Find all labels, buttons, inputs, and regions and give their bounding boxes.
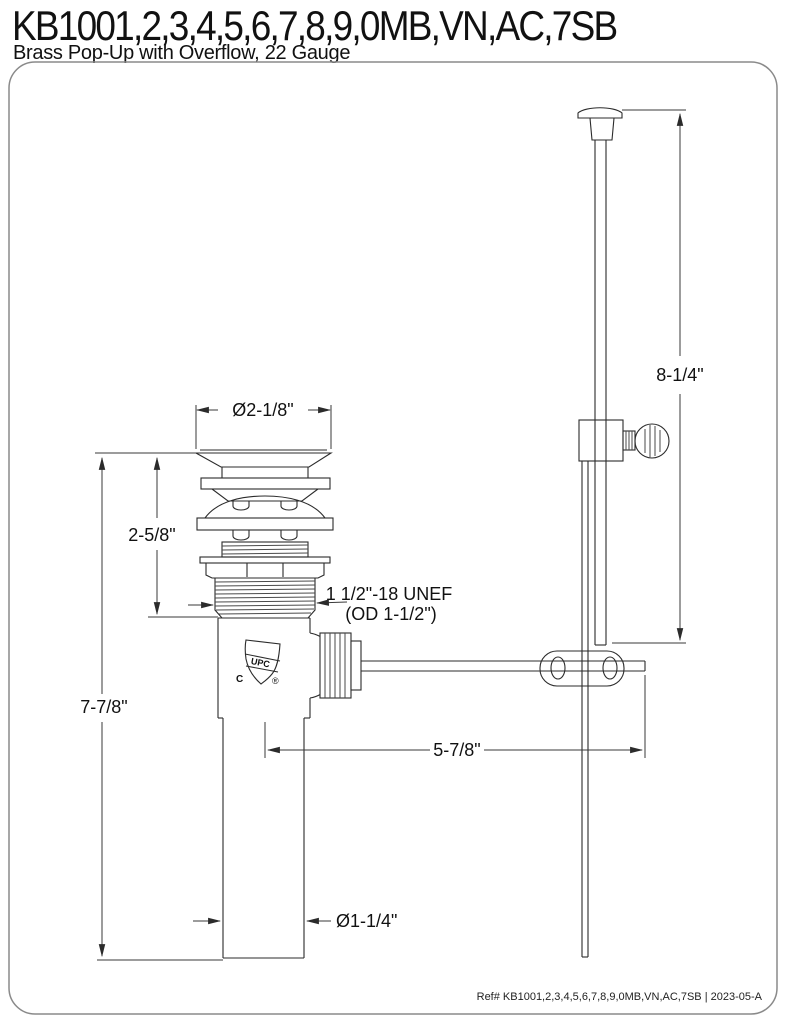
- dim-label-thread-spec-2: (OD 1-1/2"): [345, 604, 436, 624]
- pivot-ball-joint: [309, 632, 362, 699]
- dim-overall-height: 7-7/8": [80, 456, 223, 961]
- gasket-foot: [280, 530, 298, 541]
- tailpiece-tube: [222, 718, 305, 959]
- lift-rod-knob: [577, 107, 623, 141]
- thumb-screw-knob: [634, 423, 670, 459]
- dim-label-stack-height: 2-5/8": [128, 525, 175, 545]
- dim-stack-height: 2-5/8": [128, 456, 218, 618]
- gasket-foot: [232, 530, 250, 541]
- upc-c-label: C: [236, 674, 243, 685]
- pull-strap: [581, 461, 589, 958]
- drain-assembly: UPC C ®: [193, 449, 646, 959]
- flange-washer: [200, 477, 331, 490]
- page-title: KB1001,2,3,4,5,6,7,8,9,0MB,VN,AC,7SB: [12, 2, 618, 49]
- reference-footer: Ref# KB1001,2,3,4,5,6,7,8,9,0MB,VN,AC,7S…: [476, 991, 762, 1003]
- upper-threads: [221, 541, 309, 558]
- nut-washer: [350, 640, 362, 691]
- pivot-rod: [361, 660, 646, 672]
- dim-label-flange-diameter: Ø2-1/8": [232, 400, 293, 420]
- lower-threads: [214, 577, 316, 619]
- gasket-foot: [232, 501, 250, 511]
- dim-thread-spec: 1 1/2"-18 UNEF (OD 1-1/2"): [188, 584, 452, 624]
- dim-label-thread-spec-1: 1 1/2"-18 UNEF: [326, 584, 452, 604]
- dim-rod-reach: 5-7/8": [264, 675, 646, 760]
- page-subtitle: Brass Pop-Up with Overflow, 22 Gauge: [13, 42, 351, 64]
- dim-label-tailpiece-diameter: Ø1-1/4": [336, 911, 397, 931]
- dim-tailpiece-diameter: Ø1-1/4": [193, 911, 397, 931]
- dim-flange-diameter: Ø2-1/8": [195, 400, 332, 449]
- dim-label-rod-reach: 5-7/8": [433, 740, 480, 760]
- clevis-link: [539, 650, 625, 687]
- lift-rod-assembly: [539, 107, 670, 958]
- friction-washer: [196, 517, 334, 531]
- registered-symbol: ®: [272, 676, 279, 686]
- drawing-border: [8, 61, 778, 1015]
- locknut: [199, 556, 331, 579]
- flange-taper: [210, 488, 320, 502]
- dim-label-lift-rod-height: 8-1/4": [656, 365, 703, 385]
- drain-flange: [193, 449, 333, 478]
- dome-gasket: [204, 495, 326, 519]
- dimension-annotations: Ø2-1/8" 2-5/8" 7-7/8" 1 1/2"-18 UNEF (OD…: [80, 109, 704, 961]
- upc-certification-mark: UPC C ®: [236, 639, 281, 686]
- gasket-foot: [280, 501, 298, 511]
- dim-label-overall-height: 7-7/8": [80, 697, 127, 717]
- lift-rod: [594, 140, 607, 646]
- rod-clamp-bracket: [578, 419, 670, 462]
- drain-body: [217, 617, 311, 719]
- dim-lift-rod-height: 8-1/4": [612, 109, 704, 644]
- upc-mark-label: UPC: [250, 656, 271, 670]
